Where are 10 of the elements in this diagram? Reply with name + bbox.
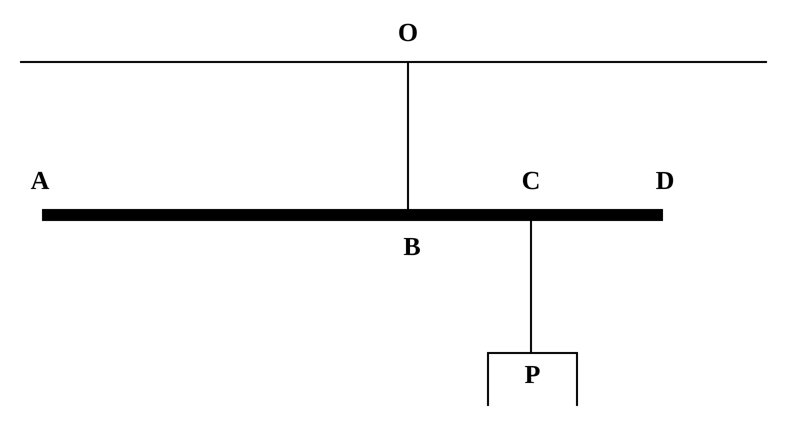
point-label: C	[522, 168, 540, 194]
lever-bar	[42, 209, 663, 221]
string-line	[407, 63, 409, 209]
string-line	[530, 221, 532, 352]
point-label: D	[656, 168, 674, 194]
point-label: B	[403, 234, 421, 260]
ceiling-line	[20, 61, 767, 63]
point-label: A	[30, 168, 50, 194]
point-label: O	[398, 20, 418, 46]
weight-box: P	[487, 352, 578, 406]
